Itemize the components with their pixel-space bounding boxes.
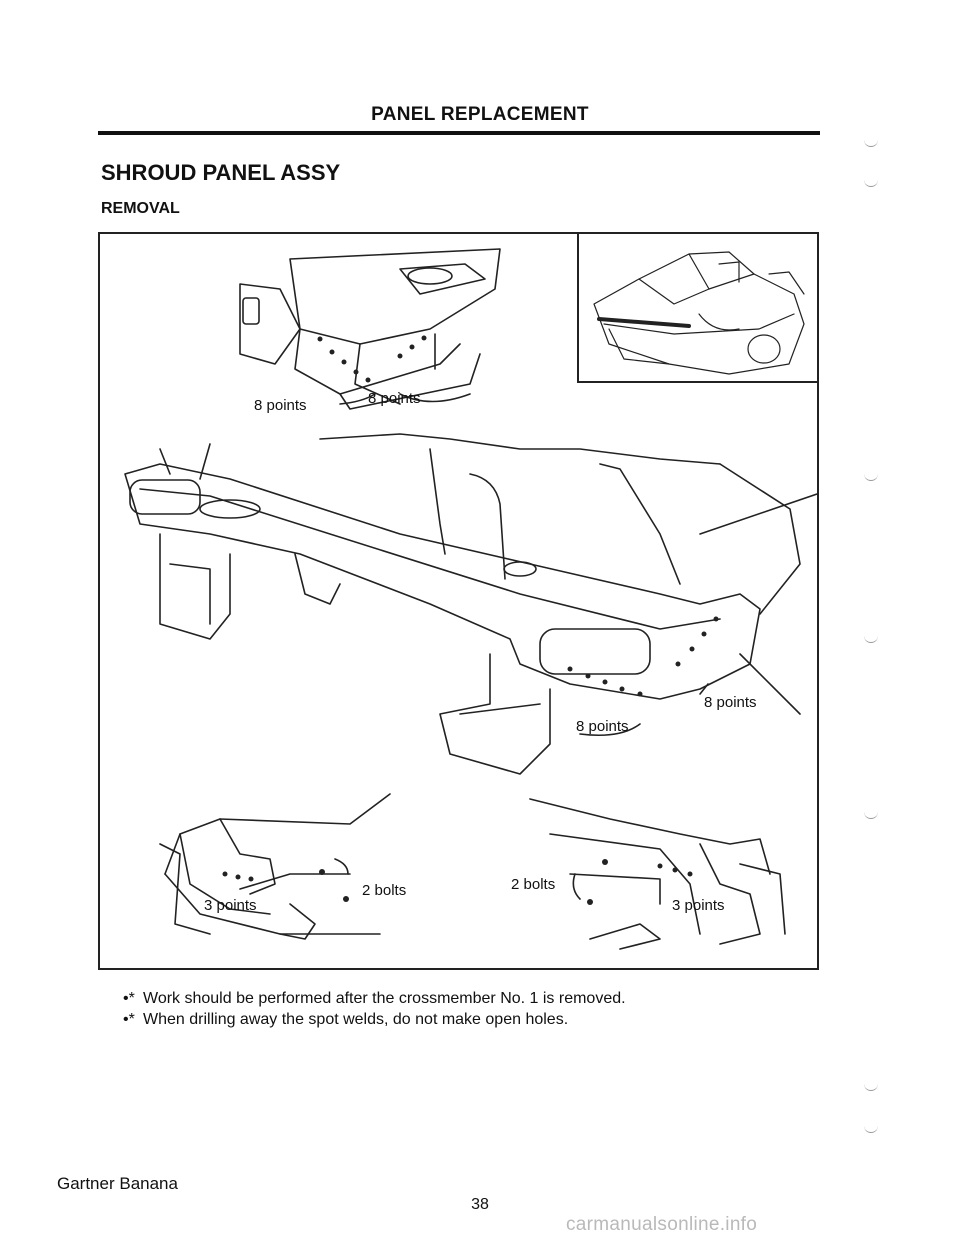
note-text: Work should be performed after the cross… — [143, 990, 626, 1007]
section-subtitle: REMOVAL — [101, 200, 180, 217]
section-title: SHROUD PANEL ASSY — [101, 160, 341, 185]
callout-lower-right-bolts: 2 bolts — [511, 876, 556, 893]
margin-mark — [864, 140, 878, 147]
callout-top-right-points: 8 points — [368, 390, 421, 407]
margin-mark — [864, 812, 878, 819]
note-bullet: •* — [123, 1011, 135, 1028]
vehicle-location-inset — [577, 232, 819, 383]
footer-source: Gartner Banana — [57, 1174, 178, 1193]
callout-top-left-points: 8 points — [254, 397, 307, 414]
vehicle-outline-line-art — [593, 251, 805, 375]
note-text: When drilling away the spot welds, do no… — [143, 1011, 569, 1028]
margin-mark — [864, 474, 878, 481]
page-number: 38 — [471, 1196, 489, 1213]
margin-mark — [864, 1084, 878, 1091]
margin-mark — [864, 636, 878, 643]
watermark: carmanualsonline.info — [566, 1214, 758, 1235]
note-item: •* When drilling away the spot welds, do … — [123, 1011, 568, 1029]
shroud-panel-illustration: 8 points 8 points 8 points 8 points 2 bo… — [98, 232, 819, 970]
callout-lower-left-bolts: 2 bolts — [362, 882, 407, 899]
margin-mark — [864, 180, 878, 187]
callout-lower-left-points: 3 points — [204, 897, 257, 914]
margin-mark — [864, 1126, 878, 1133]
header-rule — [98, 131, 820, 135]
callout-lower-right-points: 3 points — [672, 897, 725, 914]
note-item: •* Work should be performed after the cro… — [123, 990, 626, 1008]
callout-main-right-points: 8 points — [704, 694, 757, 711]
note-bullet: •* — [123, 990, 135, 1007]
page-header-title: PANEL REPLACEMENT — [371, 104, 589, 125]
shroud-panel-line-art — [124, 248, 817, 950]
callout-main-bottom-points: 8 points — [576, 718, 629, 735]
